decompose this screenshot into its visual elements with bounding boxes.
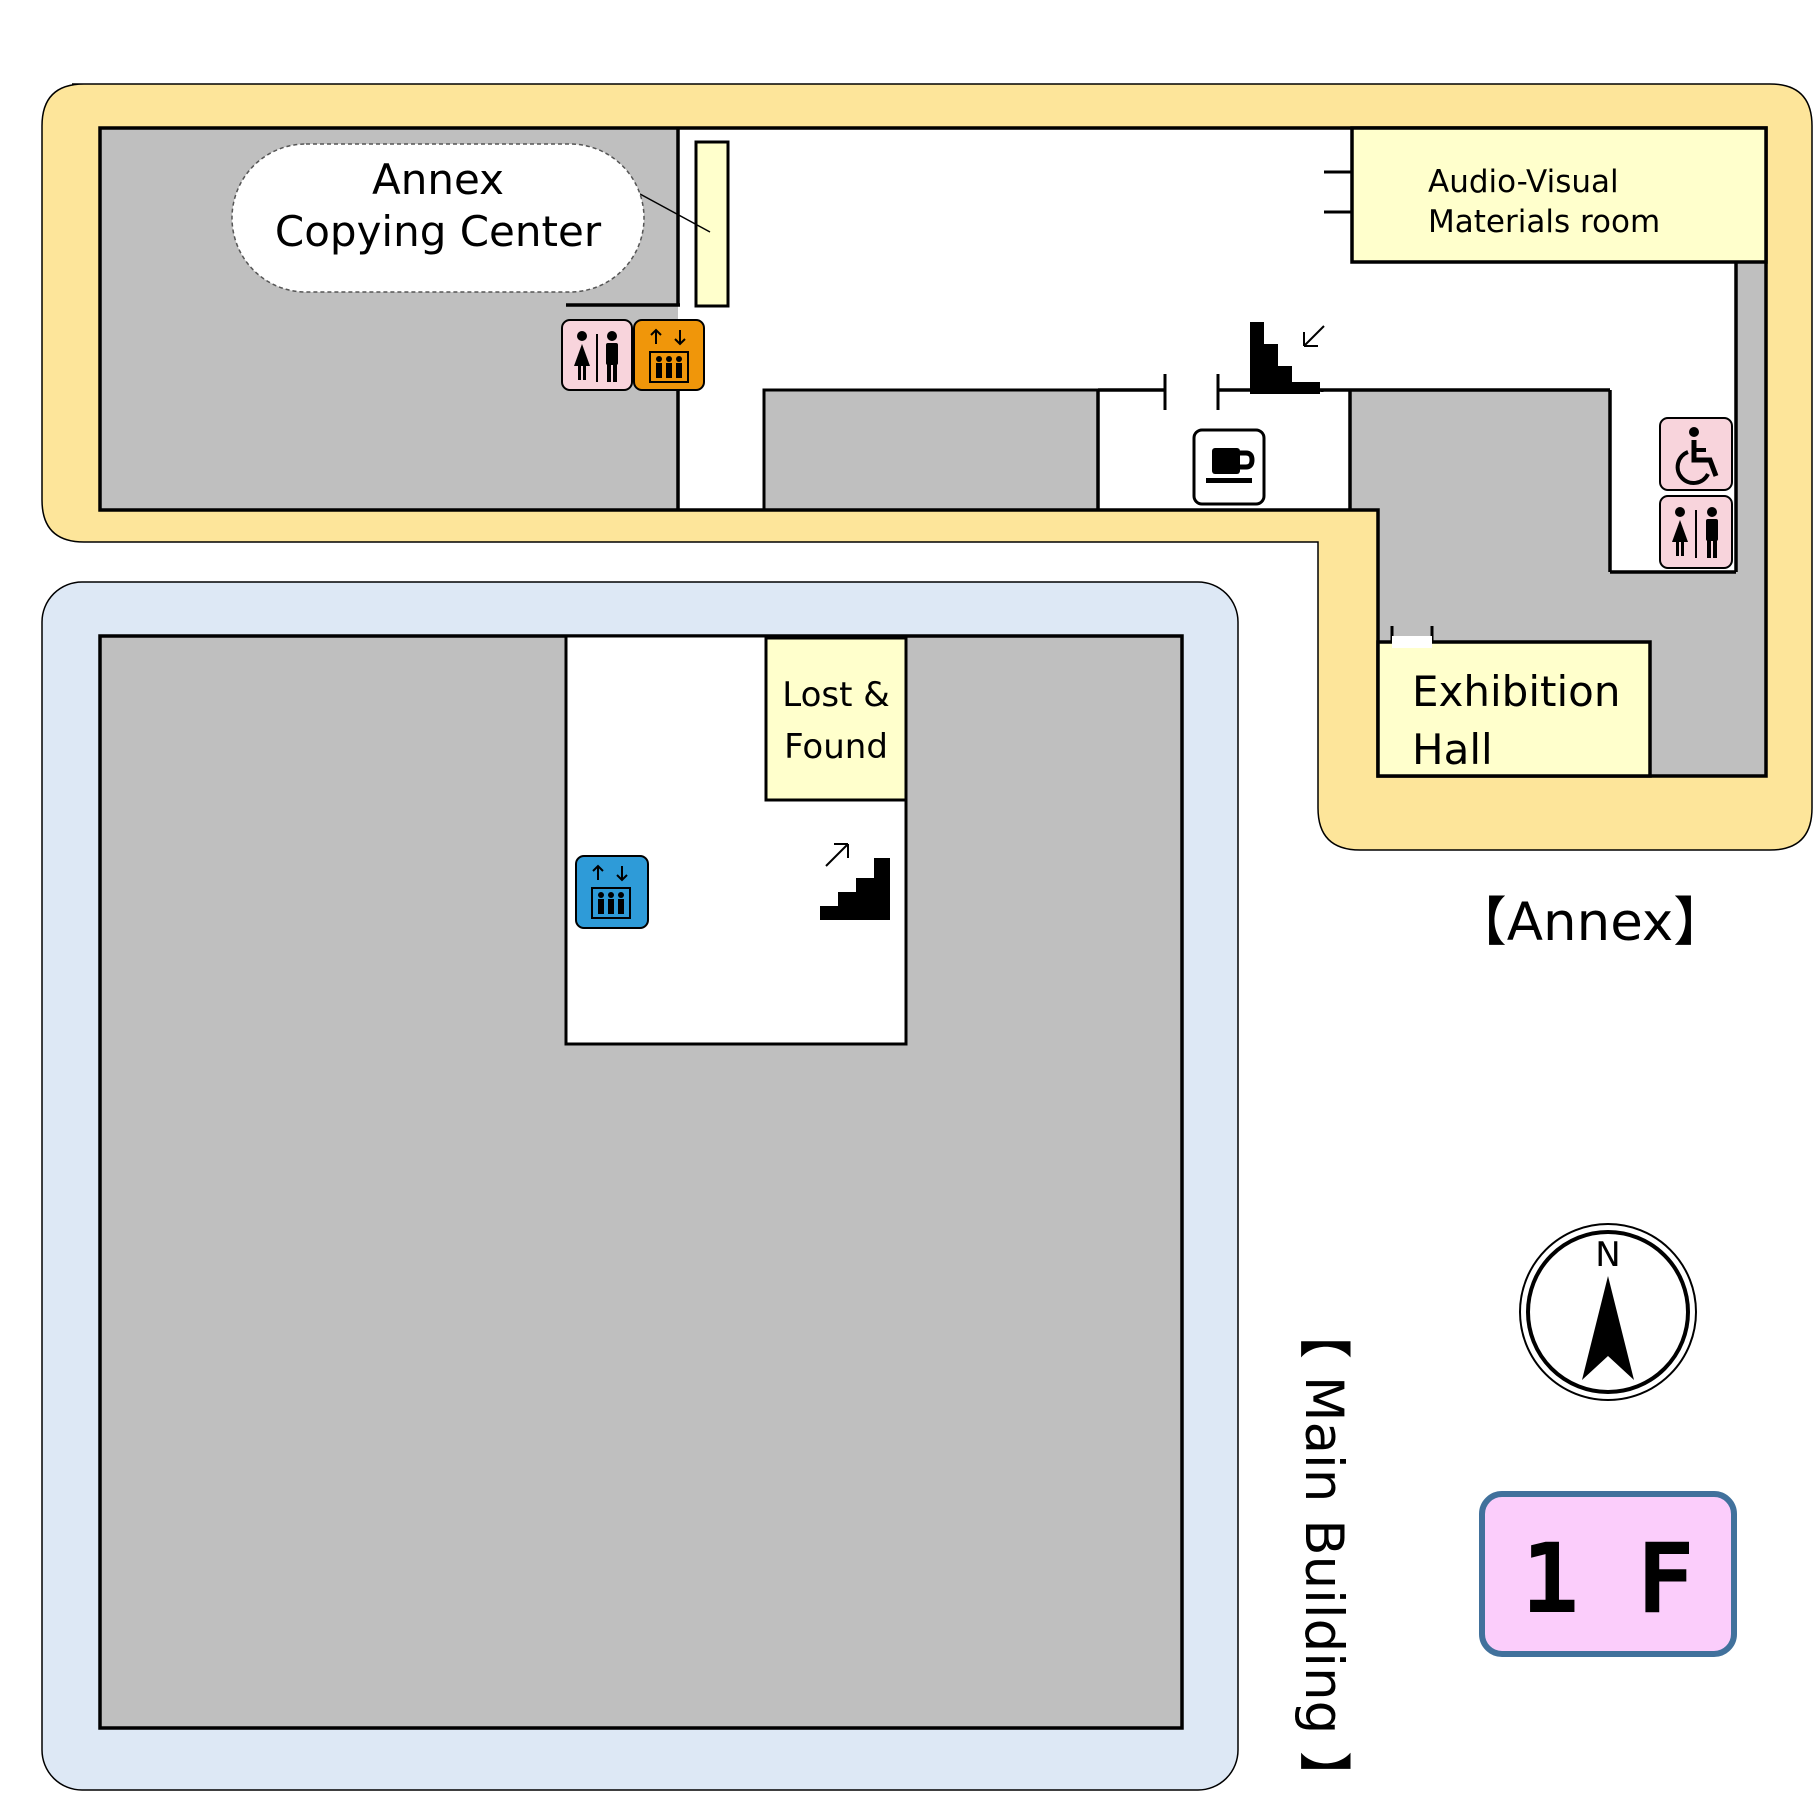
exhibition-hall[interactable]: [1376, 640, 1652, 778]
annex-building: Audio-Visual Materials room Exhibition H…: [41, 83, 1813, 953]
audio-visual-room[interactable]: [1350, 126, 1768, 264]
accessible-icon: [1659, 417, 1733, 491]
audio-visual-label-1: Audio-Visual: [1428, 164, 1619, 200]
main-building-label: 【 Main Building 】: [1293, 1306, 1354, 1804]
restroom-icon: [1659, 495, 1733, 569]
lost-found-label-1: Lost &: [782, 675, 890, 715]
main-building: Lost & Found 【 Main Building 】: [41, 581, 1354, 1804]
copying-center-callout[interactable]: [231, 143, 645, 293]
lost-found-label-2: Found: [784, 727, 888, 767]
elevator-icon: [575, 855, 649, 929]
exhibition-label-2: Hall: [1412, 725, 1493, 774]
cafe-icon: [1192, 428, 1266, 506]
audio-visual-label-2: Materials room: [1428, 204, 1660, 240]
floor-label: 1 F: [1521, 1523, 1694, 1635]
floor-badge: 1 F: [1479, 1491, 1737, 1657]
compass-north-label: N: [1595, 1235, 1620, 1275]
elevator-icon: [633, 319, 705, 391]
compass-icon: N: [1519, 1223, 1697, 1401]
exhibition-label-1: Exhibition: [1412, 667, 1620, 716]
stairs-icon: [820, 843, 890, 920]
annex-building-label: 【Annex】: [1454, 892, 1726, 953]
annex-center-block: [762, 388, 1100, 512]
copying-center-label-2: Copying Center: [275, 207, 602, 256]
restroom-icon: [561, 319, 633, 391]
lost-found-room[interactable]: [764, 636, 908, 802]
copying-center-label-1: Annex: [372, 155, 504, 204]
stairs-icon: [1250, 322, 1325, 394]
corridor-counter: [694, 140, 730, 308]
